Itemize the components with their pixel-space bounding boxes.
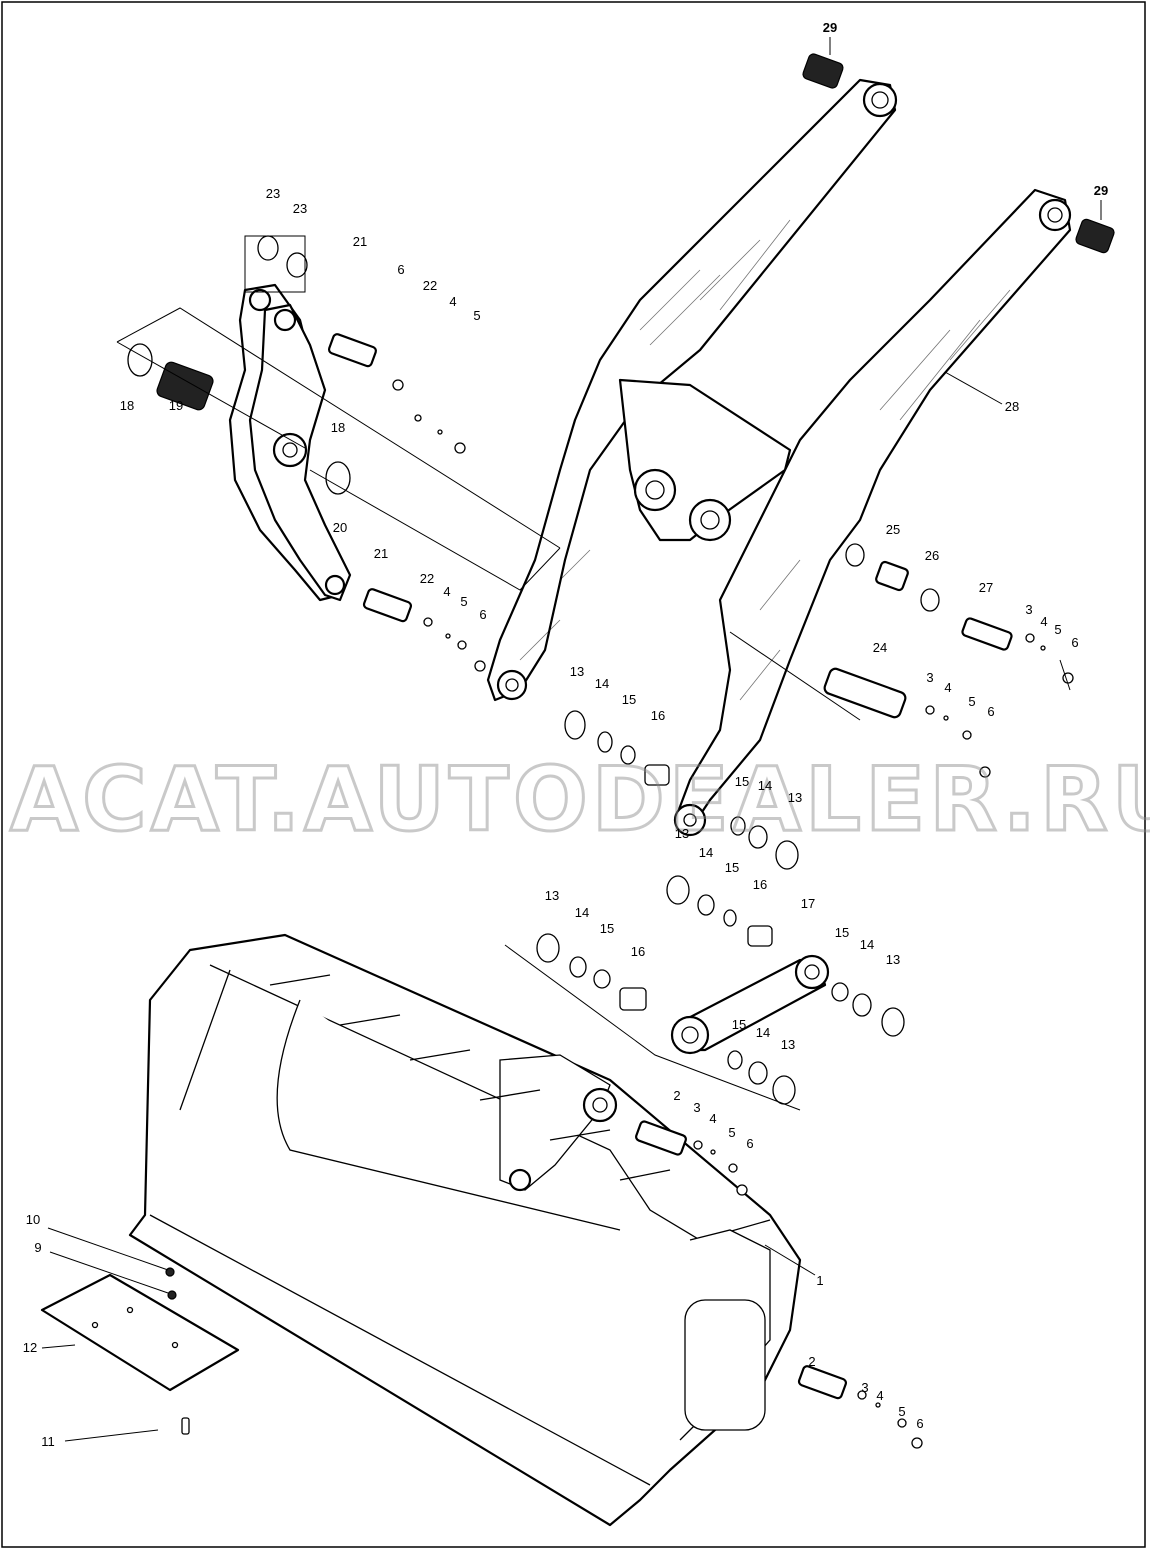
label-22-lower: 22 [420,571,434,586]
label-13-a: 13 [570,664,584,679]
bucket [128,933,802,1527]
label-1: 1 [816,1273,823,1288]
bushing-25 [875,560,909,592]
label-6-lower: 6 [479,607,486,622]
label-15-b: 15 [735,774,749,789]
bellcrank-lever [228,283,352,602]
label-6-upper: 6 [397,262,404,277]
label-6-bottom: 6 [916,1416,923,1431]
label-4-upper: 4 [449,294,456,309]
label-25: 25 [886,522,900,537]
label-15-c: 15 [725,860,739,875]
washers [127,235,940,1105]
label-5-mid: 5 [968,694,975,709]
label-23-a: 23 [266,186,280,201]
label-4-right: 4 [1040,614,1047,629]
label-15-f: 15 [732,1017,746,1032]
label-14-e: 14 [860,937,874,952]
label-23-b: 23 [293,201,307,216]
label-14-c: 14 [699,845,713,860]
label-5-lower: 5 [460,594,467,609]
label-15-e: 15 [835,925,849,940]
pin-27 [961,617,1013,651]
label-3-mid: 3 [926,670,933,685]
label-5-bottom: 5 [898,1404,905,1419]
label-13-b: 13 [788,790,802,805]
label-27: 27 [979,580,993,595]
pin-24 [823,667,907,719]
link-rod [670,954,830,1055]
label-3-right: 3 [1025,602,1032,617]
small-hardware [165,379,1074,1449]
label-2-bottom: 2 [808,1354,815,1369]
label-14-d: 14 [575,905,589,920]
bushing-29-right [1075,218,1115,254]
label-5-upper: 5 [473,308,480,323]
label-13-e: 13 [886,952,900,967]
label-18-mid: 18 [331,420,345,435]
cutting-edge-plate [40,1273,240,1392]
label-26: 26 [925,548,939,563]
pin-2-bottom [797,1365,848,1400]
label-18-left: 18 [120,398,134,413]
label-29-top: 29 [823,20,837,35]
label-14-f: 14 [756,1025,770,1040]
label-4-lower: 4 [443,584,450,599]
pin-21-top [327,333,378,368]
label-13-c: 13 [675,826,689,841]
label-21-lower: 21 [374,546,388,561]
label-24: 24 [873,640,887,655]
label-6-top: 6 [746,1136,753,1151]
callouts: 1 2 3 4 5 6 2 3 4 5 6 10 9 12 11 13 14 1… [23,20,1108,1449]
label-11: 11 [41,1434,55,1449]
label-4-mid: 4 [944,680,951,695]
label-2-top: 2 [673,1088,680,1103]
bushing-19 [156,361,214,411]
label-28: 28 [1005,399,1019,414]
label-6-right: 6 [1071,635,1078,650]
label-15-a: 15 [622,692,636,707]
label-6-mid: 6 [987,704,994,719]
label-14-b: 14 [758,778,772,793]
label-21-top: 21 [353,234,367,249]
label-4-bottom: 4 [876,1388,883,1403]
label-16-c: 16 [753,877,767,892]
label-3-top: 3 [693,1100,700,1115]
label-10: 10 [26,1212,40,1227]
label-29-right: 29 [1094,183,1108,198]
label-16-d: 16 [631,944,645,959]
label-13-f: 13 [781,1037,795,1052]
label-22-upper: 22 [423,278,437,293]
label-20: 20 [333,520,347,535]
label-16-a: 16 [651,708,665,723]
label-5-right: 5 [1054,622,1061,637]
right-boom-arm [673,188,1072,837]
label-9: 9 [34,1240,41,1255]
bushing-29-top [802,53,844,89]
label-17: 17 [801,896,815,911]
left-boom-arm [486,78,898,702]
pin-2-top [635,1120,687,1156]
label-12: 12 [23,1340,37,1355]
label-14-a: 14 [595,676,609,691]
label-13-d: 13 [545,888,559,903]
label-15-d: 15 [600,921,614,936]
label-5-top: 5 [728,1125,735,1140]
label-3-bottom: 3 [861,1380,868,1395]
explode-lines [116,235,1071,1111]
pin-21-lower [362,588,413,623]
label-4-top: 4 [709,1111,716,1126]
watermark: ACAT.AUTODEALER.RU [10,748,1150,851]
label-19: 19 [169,398,183,413]
